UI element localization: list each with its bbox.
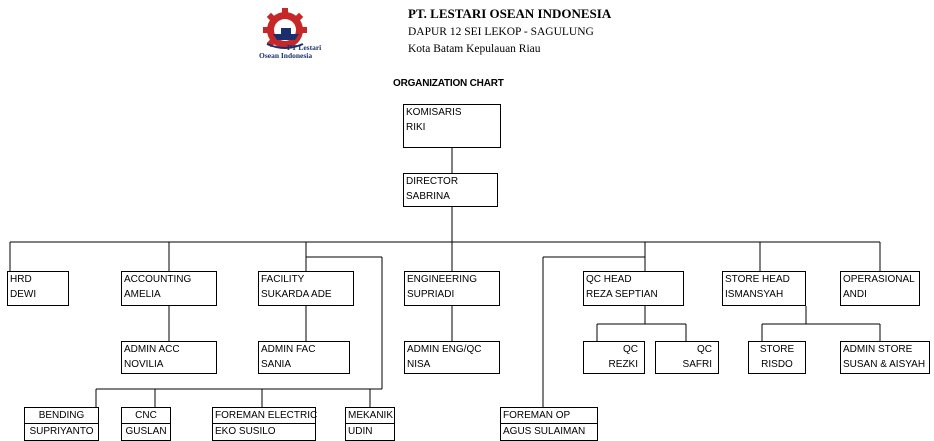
node-bending: BENDING SUPRIYANTO: [24, 407, 99, 441]
node-hrd: HRD DEWI: [7, 271, 69, 306]
node-title: STORE HEAD: [725, 274, 790, 285]
node-operasional: OPERASIONAL ANDI: [840, 271, 920, 306]
node-title: QC HEAD: [586, 274, 632, 285]
node-person: SANIA: [261, 359, 292, 370]
node-title: ADMIN ACC: [124, 344, 180, 355]
node-title: ADMIN FAC: [261, 344, 316, 355]
node-director: DIRECTOR SABRINA: [403, 173, 498, 207]
node-person: RIKI: [406, 122, 426, 133]
node-person: NISA: [407, 359, 431, 370]
node-person: SABRINA: [406, 191, 450, 202]
node-person: AGUS SULAIMAN: [501, 423, 597, 439]
node-person: ANDI: [843, 289, 867, 300]
gear-ship-logo-icon: [263, 8, 307, 49]
node-store: STORE RISDO: [748, 341, 806, 374]
node-person: SUPRIYANTO: [25, 423, 98, 439]
node-title: QC: [697, 344, 712, 355]
node-title: FOREMAN ELECTRIC: [215, 410, 318, 421]
node-qc-head: QC HEAD REZA SEPTIAN: [583, 271, 684, 306]
node-person: NOVILIA: [124, 359, 164, 370]
node-person: ISMANSYAH: [725, 289, 784, 300]
node-person: SAFRI: [682, 359, 712, 370]
node-qc-1: QC REZKI: [583, 341, 645, 374]
logo-text-line-1: PT Lestari: [287, 43, 322, 52]
node-foreman-electric: FOREMAN ELECTRIC EKO SUSILO: [212, 407, 318, 441]
node-title: HRD: [10, 274, 32, 285]
node-admin-acc: ADMIN ACC NOVILIA: [121, 341, 217, 374]
node-person: GUSLAN: [122, 423, 170, 439]
node-person: SUKARDA ADE: [261, 289, 332, 300]
node-person: SUPRIADI: [407, 289, 455, 300]
node-title: ADMIN ENG/QC: [407, 344, 482, 355]
company-logo: PT Lestari Osean Indonesia: [255, 6, 340, 64]
node-facility: FACILITY SUKARDA ADE: [258, 271, 354, 306]
company-address-line-1: DAPUR 12 SEI LEKOP - SAGULUNG: [408, 26, 594, 38]
node-title: CNC: [135, 410, 157, 421]
node-admin-store: ADMIN STORE SUSAN & AISYAH: [840, 341, 930, 374]
node-title: ADMIN STORE: [843, 344, 913, 355]
company-name: PT. LESTARI OSEAN INDONESIA: [408, 6, 612, 21]
logo-text-line-2: Osean Indonesia: [259, 51, 313, 60]
node-title: ACCOUNTING: [124, 274, 192, 285]
node-person: REZKI: [608, 359, 638, 370]
node-title: QC: [623, 344, 638, 355]
node-title: DIRECTOR: [406, 176, 459, 187]
company-address-line-2: Kota Batam Kepulauan Riau: [408, 43, 541, 55]
node-person: REZA SEPTIAN: [586, 289, 658, 300]
node-title: FOREMAN OP: [503, 410, 571, 421]
node-person: EKO SUSILO: [213, 423, 315, 439]
node-title: KOMISARIS: [406, 107, 462, 118]
node-admin-fac: ADMIN FAC SANIA: [258, 341, 350, 374]
node-admin-eng: ADMIN ENG/QC NISA: [404, 341, 500, 374]
node-store-head: STORE HEAD ISMANSYAH: [722, 271, 806, 306]
node-title: FACILITY: [261, 274, 305, 285]
node-title: BENDING: [38, 410, 85, 421]
node-cnc: CNC GUSLAN: [121, 407, 171, 441]
node-person: DEWI: [10, 289, 37, 300]
node-accounting: ACCOUNTING AMELIA: [121, 271, 217, 306]
node-title: MEKANIK: [348, 410, 394, 421]
node-foreman-op: FOREMAN OP AGUS SULAIMAN: [500, 407, 598, 441]
node-title: OPERASIONAL: [843, 274, 915, 285]
chart-title: ORGANIZATION CHART: [393, 78, 504, 89]
node-person: AMELIA: [124, 289, 161, 300]
node-engineering: ENGINEERING SUPRIADI: [404, 271, 500, 306]
node-qc-2: QC SAFRI: [655, 341, 719, 374]
node-person: SUSAN & AISYAH: [843, 359, 926, 370]
node-person: RISDO: [761, 359, 793, 370]
node-title: ENGINEERING: [407, 274, 478, 285]
node-mekanik: MEKANIK UDIN: [345, 407, 395, 441]
node-person: UDIN: [346, 423, 394, 439]
node-komisaris: KOMISARIS RIKI: [403, 104, 501, 148]
node-title: STORE: [759, 344, 795, 355]
